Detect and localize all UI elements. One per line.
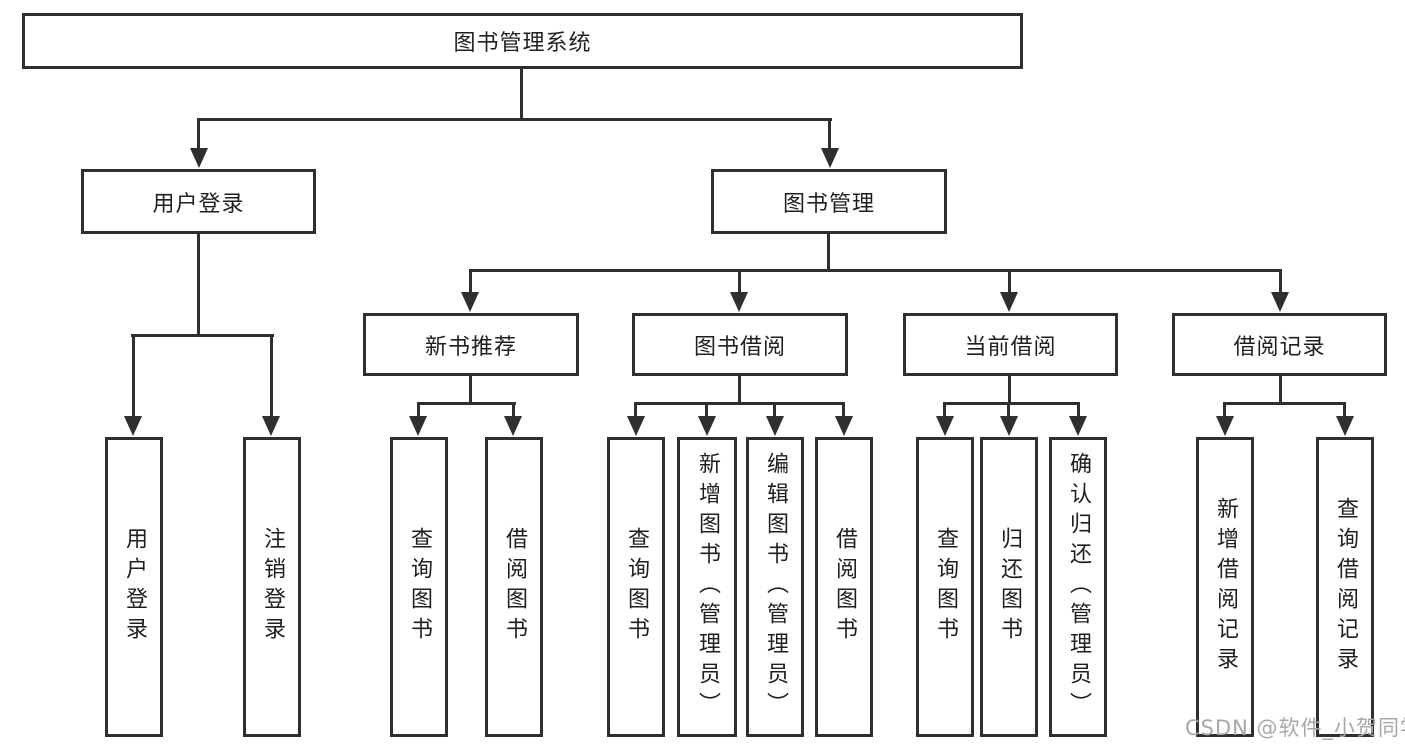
node-current-borrowing: 当前借阅 [903,313,1118,376]
arrow-down-icon [730,292,748,312]
connector-line [705,404,708,417]
connector-line [634,402,845,405]
leaf-label: 确认归还（管理员） [1066,452,1091,722]
connector-line [270,336,273,416]
connector-line [943,402,1080,405]
connector-line [520,69,523,120]
node-new-book-recommend: 新书推荐 [363,313,579,376]
arrow-down-icon [698,416,716,436]
node-label: 新书推荐 [424,334,517,360]
leaf-query-borrow-record: 查询借阅记录 [1316,437,1374,737]
leaf-label: 用户登录 [122,527,147,647]
arrow-down-icon [936,416,954,436]
arrow-down-icon [627,416,645,436]
arrow-down-icon [835,416,853,436]
node-library-management-system: 图书管理系统 [22,13,1023,69]
connector-line [943,404,946,417]
arrow-down-icon [1271,292,1289,312]
arrow-down-icon [821,148,839,168]
node-book-borrowing: 图书借阅 [632,313,848,376]
connector-line [634,404,637,417]
node-label: 图书管理 [782,191,875,217]
leaf-confirm-return-admin: 确认归还（管理员） [1049,437,1107,737]
connector-line [469,376,472,404]
connector-line [197,118,832,121]
leaf-label: 注销登录 [260,527,285,647]
leaf-label: 新增借阅记录 [1213,497,1238,677]
connector-line [1279,376,1282,404]
leaf-label: 查询借阅记录 [1333,497,1358,677]
connector-line [197,120,200,149]
node-label: 图书管理系统 [453,31,592,56]
leaf-borrow-books: 借阅图书 [815,437,873,737]
leaf-query-books-borrowing: 查询图书 [607,437,665,737]
connector-line [842,404,845,417]
arrow-down-icon [1000,292,1018,312]
connector-line [1008,376,1011,404]
connector-line [828,120,831,149]
connector-line [1223,404,1226,417]
connector-line [417,404,420,417]
leaf-return-books: 归还图书 [980,437,1038,737]
leaf-label: 归还图书 [997,527,1022,647]
node-label: 当前借阅 [964,334,1057,360]
connector-line [197,234,200,336]
node-label: 用户登录 [152,191,245,217]
arrow-down-icon [504,416,522,436]
leaf-borrow-books-recommend: 借阅图书 [485,437,543,737]
connector-line [132,336,135,416]
arrow-down-icon [1069,416,1087,436]
leaf-label: 查询图书 [624,527,649,647]
node-label: 图书借阅 [693,334,786,360]
connector-line [738,376,741,404]
arrow-down-icon [262,416,280,436]
connector-line [1007,404,1010,417]
leaf-label: 编辑图书（管理员） [763,452,788,722]
connector-line [773,404,776,417]
connector-line [1343,404,1346,417]
leaf-label: 新增图书（管理员） [695,452,720,722]
node-book-management: 图书管理 [711,169,947,234]
arrow-down-icon [766,416,784,436]
connector-line [417,402,516,405]
connector-line [1223,402,1346,405]
arrow-down-icon [1000,416,1018,436]
connector-line [1008,271,1011,293]
node-user-login: 用户登录 [81,169,316,234]
arrow-down-icon [1216,416,1234,436]
node-label: 借阅记录 [1233,334,1326,360]
arrow-down-icon [461,292,479,312]
leaf-edit-books-admin: 编辑图书（管理员） [746,437,804,737]
leaf-add-borrow-record: 新增借阅记录 [1196,437,1254,737]
connector-line [131,334,274,337]
leaf-logout: 注销登录 [243,437,301,737]
leaf-label: 查询图书 [933,527,958,647]
connector-line [1279,271,1282,293]
csdn-watermark: CSDN @软件_小贺同学 [1185,716,1405,740]
leaf-query-books-recommend: 查询图书 [390,437,448,737]
arrow-down-icon [409,416,427,436]
leaf-query-books-current: 查询图书 [916,437,974,737]
leaf-add-books-admin: 新增图书（管理员） [677,437,737,737]
connector-line [469,269,1282,272]
arrow-down-icon [1336,416,1354,436]
connector-line [469,271,472,293]
node-borrow-records: 借阅记录 [1172,313,1387,376]
arrow-down-icon [124,416,142,436]
connector-line [738,271,741,293]
connector-line [512,404,515,417]
arrow-down-icon [190,148,208,168]
connector-line [1077,404,1080,417]
leaf-label: 借阅图书 [502,527,527,647]
leaf-label: 借阅图书 [832,527,857,647]
connector-line [827,234,830,271]
leaf-label: 查询图书 [407,527,432,647]
leaf-user-login: 用户登录 [105,437,163,737]
